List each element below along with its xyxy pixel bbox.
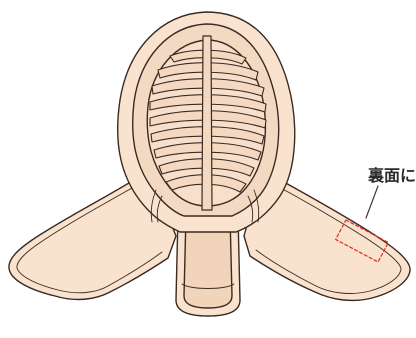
callout-leader-line [366,186,378,218]
callout-label: 裏面に [368,168,416,184]
grill-center-bar [202,36,212,210]
